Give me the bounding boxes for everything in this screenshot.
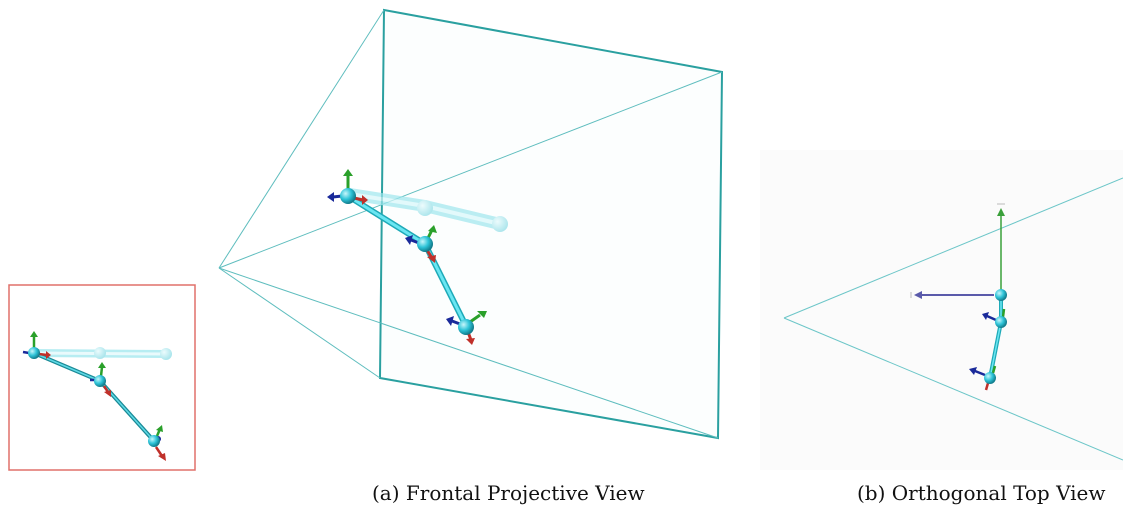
inset-ghost-arm	[30, 347, 172, 360]
sphere-joint-icon	[995, 289, 1007, 301]
ghost-joint-wrist	[492, 216, 508, 232]
camera-frustum	[218, 8, 724, 440]
panel-orthogonal-top-view	[760, 150, 1123, 470]
top-joint-3	[969, 365, 997, 391]
joint-wrist	[446, 311, 487, 345]
ghost-joint	[94, 347, 106, 359]
top-joint-1	[995, 289, 1007, 301]
joint-shoulder	[327, 169, 368, 205]
sphere-joint-icon	[340, 188, 356, 204]
sphere-joint-icon	[94, 375, 106, 387]
frustum-edge-top-right	[218, 71, 723, 269]
sphere-joint-icon	[148, 435, 160, 447]
caption-frontal-projective-view: (a) Frontal Projective View	[372, 481, 645, 505]
sphere-joint-icon	[995, 316, 1007, 328]
inset-joint-3	[148, 425, 166, 461]
axis-arrow-icon	[343, 169, 353, 176]
origin-axes	[910, 203, 1005, 299]
ghost-joint	[160, 348, 172, 360]
top-view-background	[760, 150, 1123, 470]
frustum-edge-lower	[783, 317, 1123, 461]
inset-joint-2	[90, 362, 111, 397]
inset-joint-1	[22, 331, 51, 359]
sphere-joint-icon	[28, 347, 40, 359]
inset-panel	[8, 284, 196, 471]
top-joint-2	[982, 308, 1007, 328]
sphere-joint-icon	[984, 372, 996, 384]
frustum-edge-upper	[783, 177, 1123, 319]
frustum-edge-bottom-left	[218, 267, 381, 379]
ghost-arm	[344, 188, 508, 232]
caption-orthogonal-top-view: (b) Orthogonal Top View	[857, 481, 1106, 505]
frustum-edge-bottom-right	[218, 267, 719, 439]
panel-frontal-projective-view	[218, 8, 724, 440]
ghost-joint-elbow	[417, 200, 433, 216]
sphere-joint-icon	[458, 319, 474, 335]
frustum-edge-top-left	[218, 9, 385, 269]
sphere-joint-icon	[417, 236, 433, 252]
frustum-far-plane	[378, 8, 724, 440]
joint-elbow	[405, 225, 437, 263]
